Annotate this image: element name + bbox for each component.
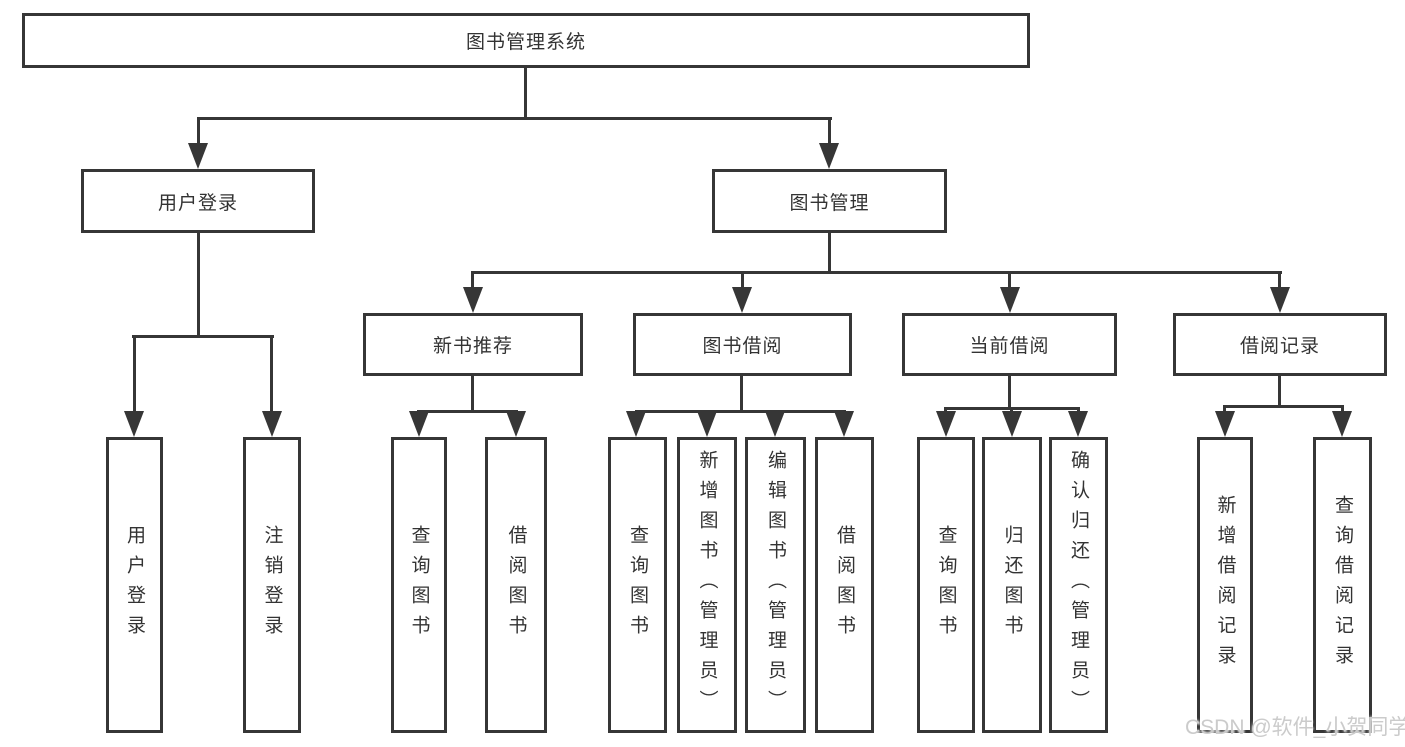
node-label: 新增借阅记录 bbox=[1214, 495, 1236, 675]
node-label: 查询图书 bbox=[935, 525, 957, 645]
leaf-query-borrow-record: 查询借阅记录 bbox=[1313, 437, 1372, 733]
node-label: 注销登录 bbox=[261, 525, 283, 645]
arrowhead-down-icon bbox=[262, 411, 282, 437]
node-label: 新书推荐 bbox=[432, 336, 513, 357]
connector-line bbox=[197, 117, 200, 146]
leaf-borrow-books: 借阅图书 bbox=[815, 437, 874, 733]
node-current-borrowing: 当前借阅 bbox=[902, 313, 1117, 376]
arrowhead-down-icon bbox=[626, 411, 646, 437]
connector-line bbox=[471, 374, 474, 413]
leaf-user-login: 用户登录 bbox=[106, 437, 163, 733]
arrowhead-down-icon bbox=[1270, 287, 1290, 313]
connector-line bbox=[270, 335, 273, 417]
connector-line bbox=[471, 271, 1282, 274]
arrowhead-down-icon bbox=[463, 287, 483, 313]
arrowhead-down-icon bbox=[409, 411, 429, 437]
node-label: 编辑图书（管理员） bbox=[765, 450, 786, 720]
connector-line bbox=[828, 117, 831, 146]
arrowhead-down-icon bbox=[1068, 411, 1088, 437]
connector-line bbox=[828, 231, 831, 274]
connector-line bbox=[1278, 374, 1281, 408]
node-book-management: 图书管理 bbox=[712, 169, 947, 233]
leaf-return-books: 归还图书 bbox=[982, 437, 1042, 733]
connector-line bbox=[1223, 405, 1226, 415]
connector-line bbox=[524, 66, 527, 120]
arrowhead-down-icon bbox=[765, 411, 785, 437]
leaf-query-books-current: 查询图书 bbox=[917, 437, 975, 733]
connector-line bbox=[1008, 271, 1011, 293]
connector-line bbox=[635, 410, 846, 413]
arrowhead-down-icon bbox=[1002, 411, 1022, 437]
connector-line bbox=[132, 335, 274, 338]
leaf-query-books-recommend: 查询图书 bbox=[391, 437, 447, 733]
node-label: 图书管理系统 bbox=[465, 32, 586, 53]
node-label: 图书管理 bbox=[789, 192, 870, 214]
leaf-edit-books-admin: 编辑图书（管理员） bbox=[745, 437, 806, 733]
node-label: 新增图书（管理员） bbox=[696, 450, 718, 720]
node-label: 用户登录 bbox=[157, 192, 238, 214]
node-label: 借阅图书 bbox=[505, 525, 527, 645]
node-borrowing-records: 借阅记录 bbox=[1173, 313, 1387, 376]
node-label: 借阅图书 bbox=[834, 525, 855, 645]
leaf-logout-login: 注销登录 bbox=[243, 437, 301, 733]
arrowhead-down-icon bbox=[188, 143, 208, 169]
arrowhead-down-icon bbox=[819, 143, 839, 169]
arrowhead-down-icon bbox=[1215, 411, 1235, 437]
arrowhead-down-icon bbox=[1332, 411, 1352, 437]
leaf-query-books-borrow: 查询图书 bbox=[608, 437, 667, 733]
connector-line bbox=[133, 335, 136, 417]
connector-line bbox=[1278, 271, 1281, 293]
connector-line bbox=[1341, 405, 1344, 415]
node-label: 图书借阅 bbox=[702, 336, 783, 357]
connector-line bbox=[197, 117, 832, 120]
connector-line bbox=[741, 271, 744, 293]
connector-line bbox=[1223, 405, 1344, 408]
connector-line bbox=[197, 231, 200, 338]
node-label: 查询图书 bbox=[627, 525, 648, 645]
node-user-login: 用户登录 bbox=[81, 169, 315, 233]
node-label: 归还图书 bbox=[1001, 525, 1023, 645]
node-new-book-recommendation: 新书推荐 bbox=[363, 313, 583, 376]
connector-line bbox=[417, 410, 518, 413]
node-label: 查询图书 bbox=[408, 525, 430, 645]
leaf-add-borrow-record: 新增借阅记录 bbox=[1197, 437, 1253, 733]
node-library-management-system: 图书管理系统 bbox=[22, 13, 1030, 68]
leaf-confirm-return-admin: 确认归还（管理员） bbox=[1049, 437, 1108, 733]
connector-line bbox=[1008, 374, 1011, 410]
arrowhead-down-icon bbox=[697, 411, 717, 437]
leaf-add-books-admin: 新增图书（管理员） bbox=[677, 437, 737, 733]
node-label: 借阅记录 bbox=[1239, 336, 1320, 357]
arrowhead-down-icon bbox=[1000, 287, 1020, 313]
csdn-watermark: CSDN @软件_小贺同学 bbox=[1185, 716, 1405, 739]
node-label: 确认归还（管理员） bbox=[1068, 450, 1089, 720]
connector-line bbox=[740, 374, 743, 413]
arrowhead-down-icon bbox=[124, 411, 144, 437]
arrowhead-down-icon bbox=[834, 411, 854, 437]
arrowhead-down-icon bbox=[506, 411, 526, 437]
node-book-borrowing: 图书借阅 bbox=[633, 313, 852, 376]
node-label: 查询借阅记录 bbox=[1332, 495, 1353, 675]
connector-line bbox=[471, 271, 474, 293]
node-label: 用户登录 bbox=[124, 525, 145, 645]
arrowhead-down-icon bbox=[732, 287, 752, 313]
arrowhead-down-icon bbox=[936, 411, 956, 437]
leaf-borrow-books-recommend: 借阅图书 bbox=[485, 437, 547, 733]
node-label: 当前借阅 bbox=[969, 336, 1050, 357]
